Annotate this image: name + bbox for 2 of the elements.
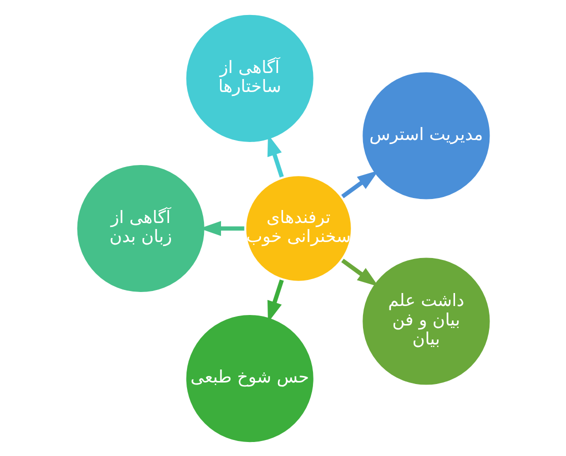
- arrow: [340, 258, 378, 286]
- arrow: [340, 170, 378, 198]
